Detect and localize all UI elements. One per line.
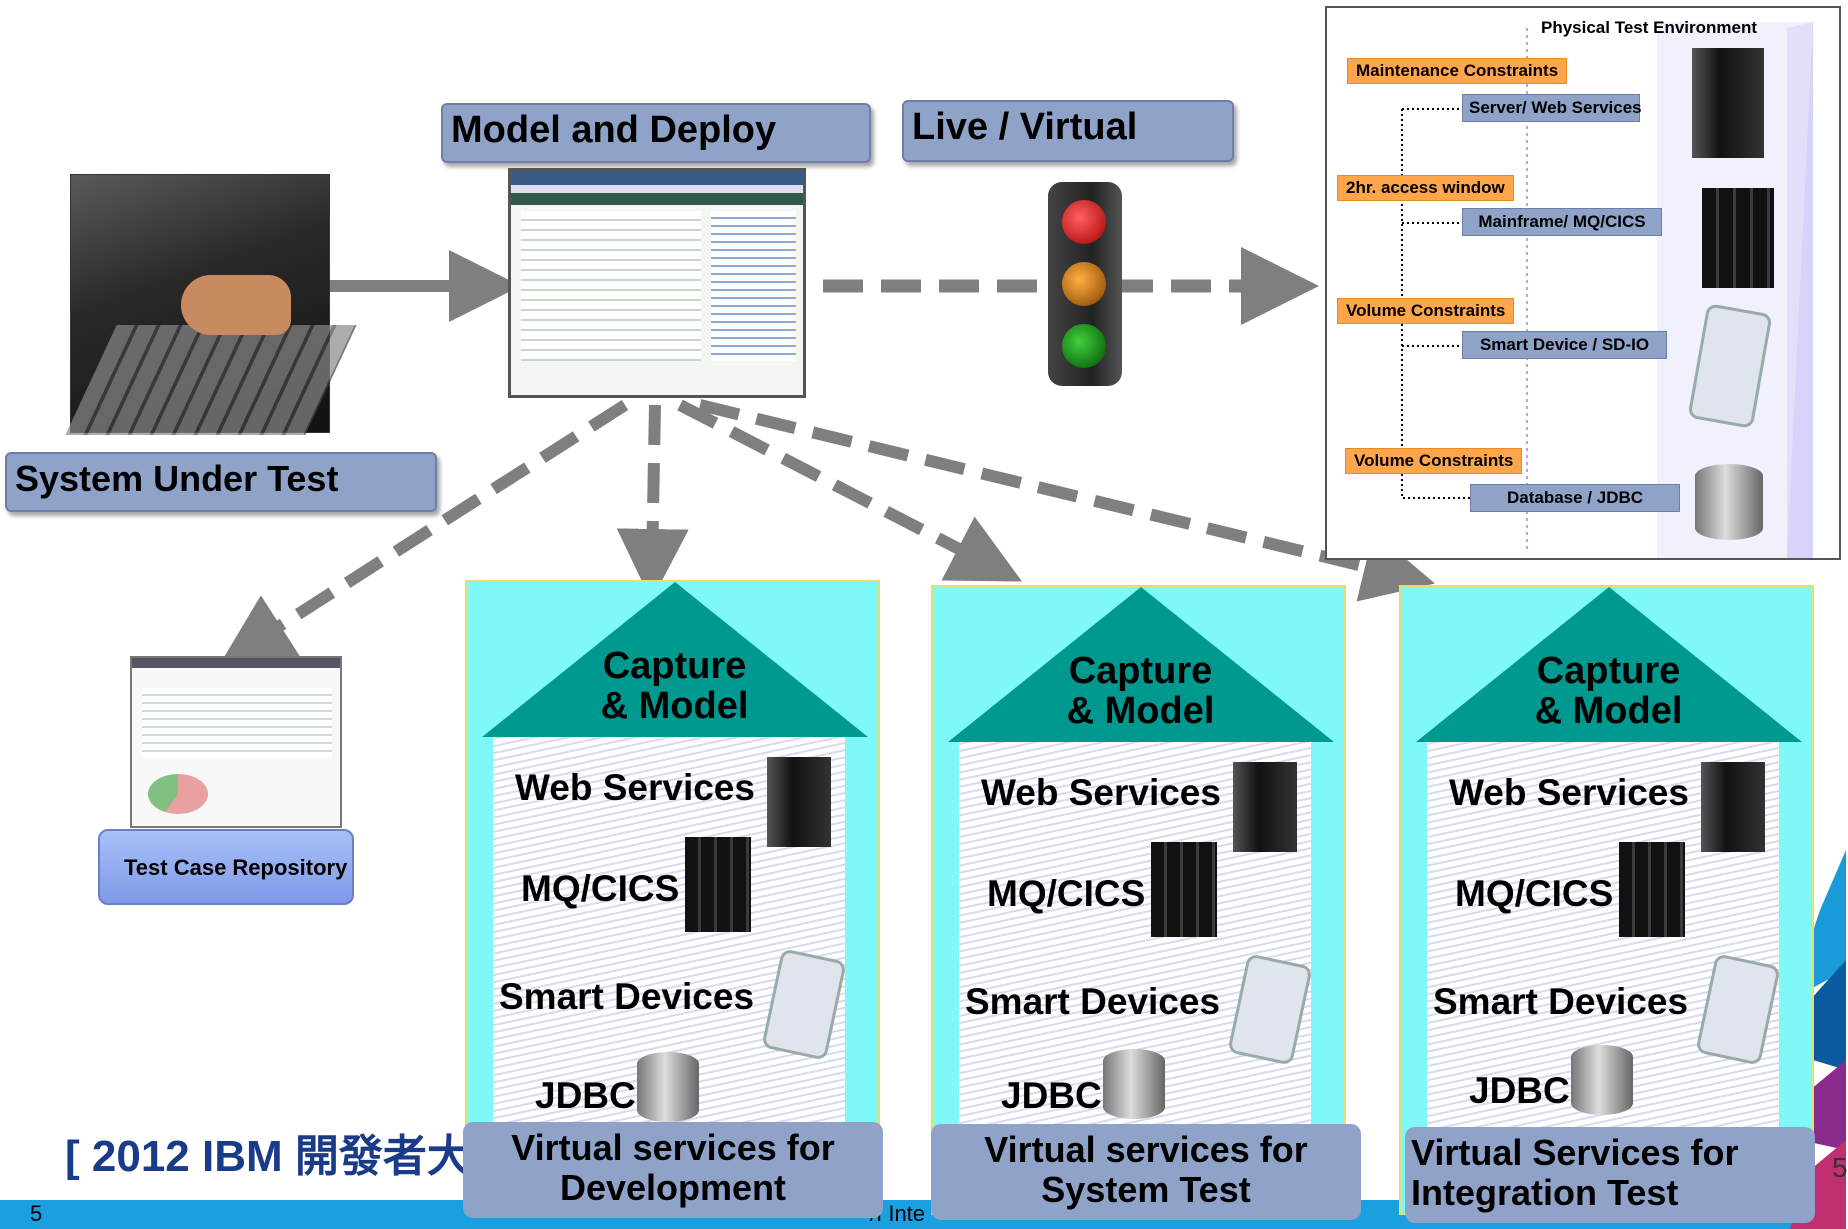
mainframe-icon xyxy=(1619,842,1685,937)
roof-text: Capture& Model xyxy=(1066,650,1215,732)
conference-title: [ 2012 IBM 開發者大 xyxy=(65,1132,471,1181)
svc-jdbc: JDBC xyxy=(1469,1070,1570,1111)
live-virtual-label: Live / Virtual xyxy=(902,100,1234,162)
system-under-test-label: System Under Test xyxy=(5,452,437,512)
constraint-3: Volume Constraints xyxy=(1345,448,1523,474)
svc-web: Web Services xyxy=(1449,772,1689,813)
server-icon xyxy=(767,757,831,847)
footer-page-number: 5 xyxy=(30,1201,43,1226)
repository-screenshot xyxy=(130,656,342,828)
service-2: Smart Device / SD-IO xyxy=(1462,331,1667,359)
physical-environment-title: Physical Test Environment xyxy=(1541,18,1758,37)
svc-web: Web Services xyxy=(981,772,1221,813)
roof-text: Capture& Model xyxy=(1534,650,1683,732)
svc-jdbc: JDBC xyxy=(1001,1075,1102,1116)
traffic-light xyxy=(1048,182,1122,386)
svc-mq: MQ/CICS xyxy=(1455,873,1614,914)
svc-web: Web Services xyxy=(515,767,755,808)
model-deploy-label: Model and Deploy xyxy=(441,103,871,163)
mainframe-icon xyxy=(1151,842,1217,937)
constraint-0: Maintenance Constraints xyxy=(1347,58,1568,84)
server-icon xyxy=(1701,762,1765,852)
panel-integration-test: Capture& Model Web Services MQ/CICS Smar… xyxy=(1399,585,1815,1223)
roof xyxy=(948,587,1334,742)
mainframe-icon xyxy=(1702,188,1774,288)
svc-smart: Smart Devices xyxy=(1433,981,1689,1022)
database-icon xyxy=(1571,1045,1633,1115)
service-0: Server/ Web Services xyxy=(1462,94,1642,122)
keyboard-photo xyxy=(65,174,357,435)
service-3: Database / JDBC xyxy=(1470,484,1680,512)
asset-manager-screenshot xyxy=(508,168,806,398)
svc-jdbc: JDBC xyxy=(535,1075,636,1116)
server-icon xyxy=(1233,762,1297,852)
physical-environment-box: Physical Test Environment Maintenance Co… xyxy=(1325,6,1841,560)
roof xyxy=(1416,587,1802,742)
tower-server-icon xyxy=(1692,48,1764,158)
database-icon xyxy=(637,1052,699,1122)
roof xyxy=(482,582,868,737)
database-icon xyxy=(1695,464,1763,540)
amber-light-icon xyxy=(1062,262,1106,306)
constraint-1: 2hr. access window xyxy=(1337,175,1514,201)
test-case-repository-text: Test Case Repository xyxy=(124,855,348,880)
mainframe-icon xyxy=(685,837,751,932)
database-icon xyxy=(1103,1049,1165,1119)
roof-text: Capture& Model xyxy=(600,645,749,727)
svc-smart: Smart Devices xyxy=(499,976,755,1017)
right-page-number: 5 xyxy=(1832,1152,1848,1183)
svc-mq: MQ/CICS xyxy=(987,873,1146,914)
svc-mq: MQ/CICS xyxy=(521,868,680,909)
red-light-icon xyxy=(1062,200,1106,244)
green-light-icon xyxy=(1062,324,1106,368)
service-1: Mainframe/ MQ/CICS xyxy=(1462,208,1662,236)
test-case-repository-label: Test Case Repository xyxy=(98,829,354,905)
panel-development: Capture& Model Web Services MQ/CICS Smar… xyxy=(463,580,883,1218)
constraint-2: Volume Constraints xyxy=(1337,298,1515,324)
svc-smart: Smart Devices xyxy=(965,981,1221,1022)
panel-system-test: Capture& Model Web Services MQ/CICS Smar… xyxy=(931,585,1361,1220)
